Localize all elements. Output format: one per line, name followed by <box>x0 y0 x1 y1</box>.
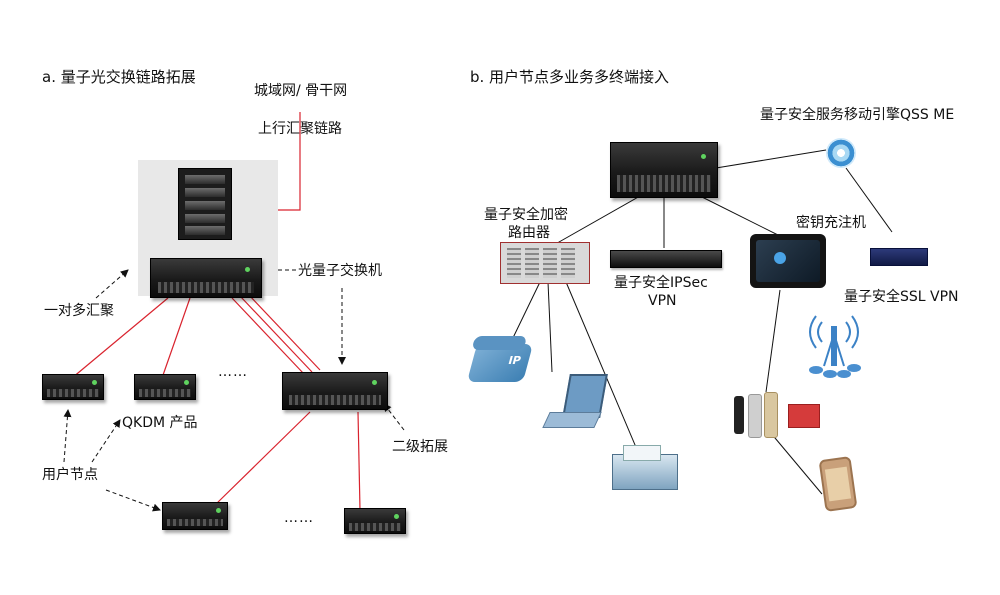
switch-label: 光量子交换机 <box>298 263 382 279</box>
link-level2-node5 <box>357 411 361 511</box>
level2-switch <box>282 372 388 410</box>
ipsec-label-line1: 量子安全IPSec <box>614 275 708 291</box>
ssl-vpn-device <box>870 248 928 266</box>
link-charger-usb <box>765 289 781 393</box>
link-switch-node2 <box>161 297 191 379</box>
uplink-label: 上行汇聚链路 <box>258 121 342 137</box>
wan-label: 城域网/ 骨干网 <box>254 83 348 99</box>
optical-quantum-switch <box>150 258 262 298</box>
link-switch-node3b <box>239 295 313 373</box>
ip-phone-icon: IP <box>466 336 534 382</box>
user-node-label: 用户节点 <box>42 467 98 483</box>
link-main-engine <box>715 149 827 169</box>
link-switch-node3c <box>247 293 321 371</box>
arrow-user-node4 <box>105 489 161 512</box>
router-icon <box>500 242 590 284</box>
panel-a-title: a. 量子光交换链路拓展 <box>42 68 196 86</box>
arrow-user-node1 <box>63 409 72 463</box>
server-icon <box>134 374 196 400</box>
server-icon <box>162 502 228 530</box>
ipsec-vpn-device <box>610 250 722 268</box>
main-node-server <box>610 142 718 198</box>
printer-icon <box>612 445 678 490</box>
link-level2-node4 <box>213 411 311 507</box>
one-to-many-label: 一对多汇聚 <box>44 303 114 319</box>
link-main-router <box>551 195 641 247</box>
engine-label: 量子安全服务移动引擎QSS ME <box>760 107 955 123</box>
router-label-line2: 路由器 <box>508 225 550 241</box>
server-icon <box>42 374 104 400</box>
qkdm-product-label: QKDM 产品 <box>122 415 198 431</box>
link-router-printer <box>565 281 639 453</box>
second-level-label: 二级拓展 <box>392 439 448 455</box>
ip-phone-text: IP <box>506 354 523 367</box>
arrow-user-node2 <box>91 419 121 463</box>
ssl-vpn-label: 量子安全SSL VPN <box>844 289 959 305</box>
more-nodes-ellipsis: …… <box>284 510 314 526</box>
link-switch-node3a <box>231 297 305 375</box>
arrow-second-level <box>383 403 405 431</box>
link-engine-ssl <box>845 167 893 233</box>
link-router-laptop <box>547 281 553 373</box>
engine-icon <box>826 138 856 168</box>
link-usb-smartphone <box>769 431 823 495</box>
panel-b-title: b. 用户节点多业务多终端接入 <box>470 68 670 86</box>
server-icon <box>344 508 406 534</box>
link-router-phone <box>509 281 541 345</box>
link-main-charger <box>699 195 781 237</box>
key-charger-label: 密钥充注机 <box>796 215 866 231</box>
sd-card-icon <box>788 404 820 428</box>
rack-icon <box>178 168 232 240</box>
link-switch-node1 <box>71 297 169 379</box>
tablet-icon <box>750 234 826 288</box>
ipsec-label-line2: VPN <box>648 293 677 309</box>
arrow-one-to-many <box>95 269 129 299</box>
more-nodes-ellipsis: …… <box>218 364 248 380</box>
router-label-line1: 量子安全加密 <box>484 207 568 223</box>
